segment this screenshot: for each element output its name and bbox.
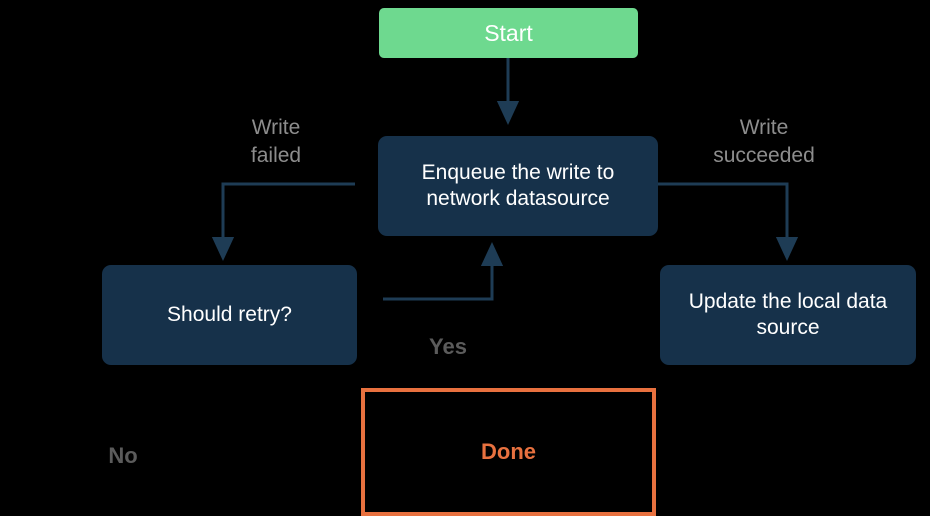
edge-label-write-succeeded: Write succeeded xyxy=(713,116,815,168)
node-update-local-data-source[interactable]: Update the local data source xyxy=(660,265,916,365)
branch-label-no: No xyxy=(108,443,138,468)
node-done-label: Done xyxy=(481,438,536,464)
node-enqueue-write[interactable]: Enqueue the write to network datasource xyxy=(378,136,658,236)
node-start[interactable]: Start xyxy=(379,8,638,58)
node-should-retry[interactable]: Should retry? xyxy=(102,265,357,365)
edge-enqueue-to-update xyxy=(658,182,799,261)
edge-retry-to-enqueue-yes xyxy=(383,242,504,301)
node-done[interactable]: Done xyxy=(361,388,656,516)
node-enqueue-write-label: Enqueue the write to network datasource xyxy=(421,161,615,210)
node-should-retry-label: Should retry? xyxy=(167,303,292,327)
edge-label-write-failed: Write failed xyxy=(250,116,302,168)
edge-enqueue-to-retry xyxy=(211,182,355,261)
node-update-local-data-source-label: Update the local data source xyxy=(688,290,888,339)
branch-label-yes: Yes xyxy=(429,334,467,359)
node-start-label: Start xyxy=(484,19,533,46)
